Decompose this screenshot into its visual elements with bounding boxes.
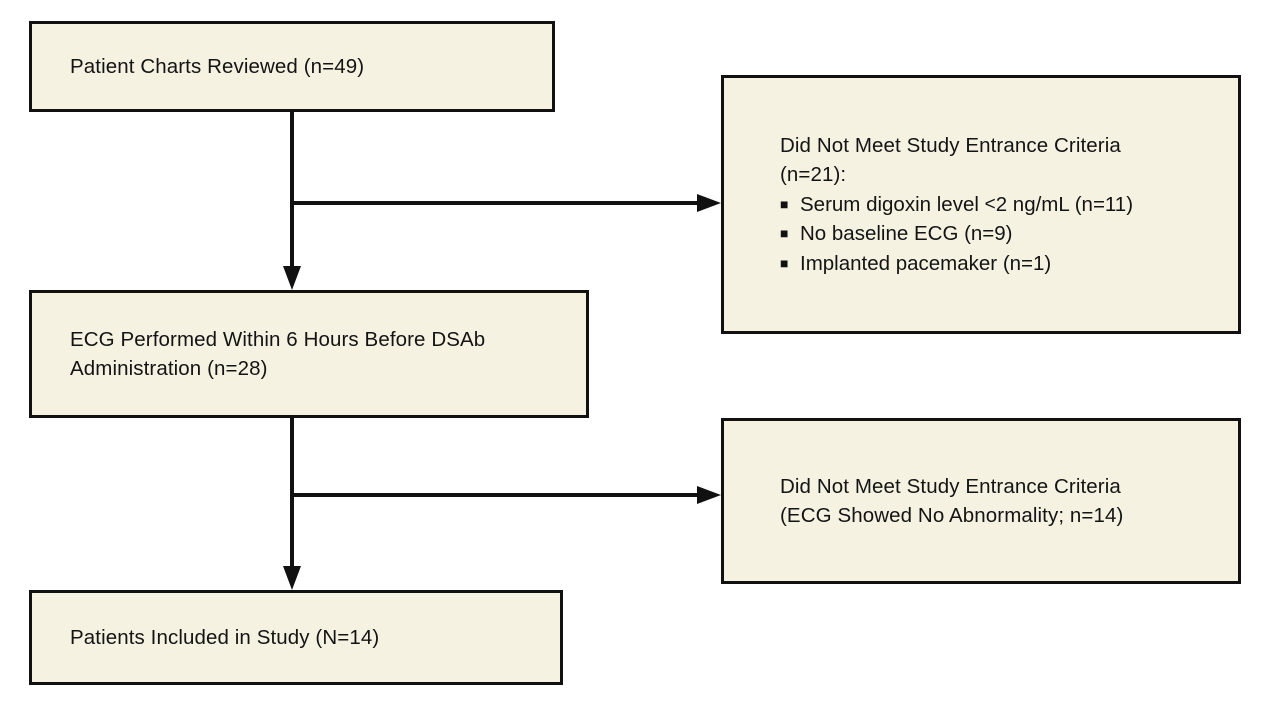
list-item-label-post: 2 ng/mL (n=11) — [995, 192, 1134, 216]
connector-ecg-to-included-arrowhead — [283, 566, 301, 590]
list-item-label: Implanted pacemaker (n=1) — [800, 251, 1052, 275]
node-ecg-performed: ECG Performed Within 6 Hours Before DSAb… — [29, 290, 589, 418]
node-did-not-meet-criteria-2-line1: Did Not Meet Study Entrance Criteria — [780, 474, 1121, 498]
connector-charts-to-excluded-1-line — [290, 201, 698, 205]
list-item: ■ No baseline ECG (n=9) — [780, 219, 1220, 248]
node-did-not-meet-criteria-1-heading-line2: (n=21): — [780, 163, 847, 187]
list-item-label-pre: Serum digoxin level — [800, 192, 985, 216]
node-patients-included-label: Patients Included in Study (N=14) — [70, 625, 380, 649]
node-ecg-performed-label: ECG Performed Within 6 Hours Before DSAb… — [70, 327, 486, 380]
square-bullet-icon: ■ — [780, 225, 789, 242]
node-did-not-meet-criteria-2-line2: (ECG Showed No Abnormality; n=14) — [780, 504, 1124, 527]
list-item: ■ Serum digoxin level <2 ng/mL (n=11) — [780, 190, 1220, 220]
connector-charts-to-ecg-arrowhead — [283, 266, 301, 290]
list-item: ■ Implanted pacemaker (n=1) — [780, 249, 1220, 278]
node-patient-charts-reviewed: Patient Charts Reviewed (n=49) — [29, 21, 555, 112]
list-item-label: No baseline ECG (n=9) — [800, 222, 1013, 246]
square-bullet-icon: ■ — [780, 254, 789, 271]
connector-ecg-to-excluded-2-arrowhead — [697, 486, 721, 504]
exclusion-reason-list: ■ Serum digoxin level <2 ng/mL (n=11) ■ … — [780, 190, 1220, 278]
square-bullet-icon: ■ — [780, 195, 789, 212]
connector-charts-trunk — [290, 112, 294, 268]
list-item-label: Serum digoxin level <2 ng/mL (n=11) — [800, 190, 1220, 220]
node-patient-charts-reviewed-label: Patient Charts Reviewed (n=49) — [70, 54, 365, 78]
node-patients-included-in-study: Patients Included in Study (N=14) — [29, 590, 563, 685]
node-did-not-meet-criteria-1-heading-line1: Did Not Meet Study Entrance Criteria — [780, 134, 1121, 158]
less-than-symbol: < — [984, 193, 996, 215]
node-did-not-meet-criteria-1: Did Not Meet Study Entrance Criteria (n=… — [721, 75, 1241, 334]
node-did-not-meet-criteria-2: Did Not Meet Study Entrance Criteria (EC… — [721, 418, 1241, 584]
connector-ecg-to-excluded-2-line — [290, 493, 698, 497]
connector-charts-to-excluded-1-arrowhead — [697, 194, 721, 212]
